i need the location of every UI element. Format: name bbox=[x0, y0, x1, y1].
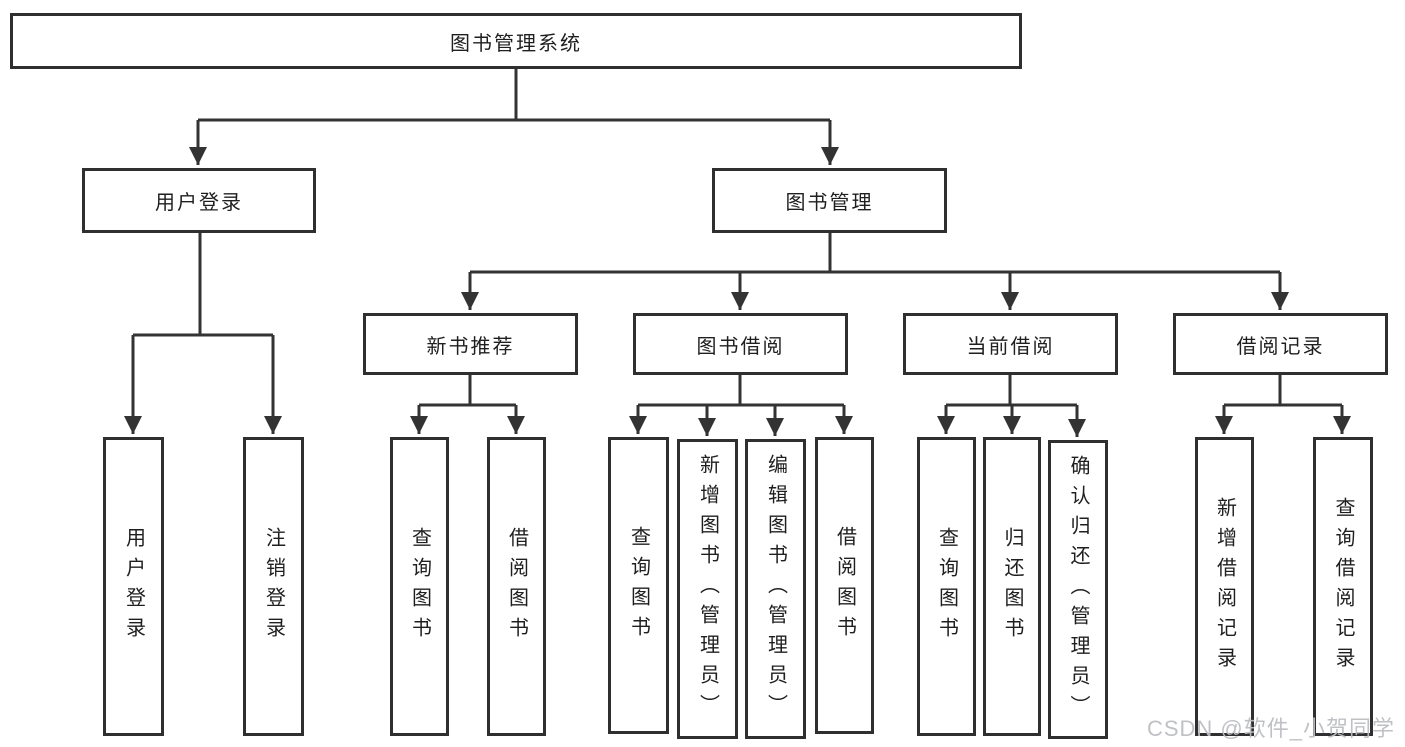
leaf-add-book-admin-label: 新增图书（管理员） bbox=[696, 454, 719, 724]
leaf-borrow-book-label: 借阅图书 bbox=[833, 525, 856, 646]
leaf-logout: 注销登录 bbox=[243, 437, 304, 736]
leaf-user-login-label: 用户登录 bbox=[122, 526, 145, 647]
leaf-add-borrow-record: 新增借阅记录 bbox=[1195, 437, 1254, 736]
leaf-borrow-book: 借阅图书 bbox=[815, 437, 874, 734]
node-user-login-group: 用户登录 bbox=[82, 168, 316, 233]
leaf-borrow-book-recommend-label: 借阅图书 bbox=[505, 526, 528, 647]
leaf-query-book-recommend: 查询图书 bbox=[390, 437, 449, 736]
leaf-edit-book-admin-label: 编辑图书（管理员） bbox=[764, 454, 787, 724]
node-root: 图书管理系统 bbox=[10, 13, 1022, 69]
leaf-edit-book-admin: 编辑图书（管理员） bbox=[745, 439, 806, 739]
node-current-borrow: 当前借阅 bbox=[903, 313, 1118, 375]
node-borrow-record: 借阅记录 bbox=[1173, 313, 1388, 375]
leaf-confirm-return-admin: 确认归还（管理员） bbox=[1048, 440, 1108, 739]
leaf-query-book-current: 查询图书 bbox=[917, 437, 976, 736]
leaf-add-book-admin: 新增图书（管理员） bbox=[677, 439, 738, 739]
node-new-book-recommend: 新书推荐 bbox=[363, 313, 578, 375]
leaf-query-book-borrow: 查询图书 bbox=[608, 437, 669, 734]
leaf-query-book-recommend-label: 查询图书 bbox=[408, 526, 431, 647]
leaf-confirm-return-admin-label: 确认归还（管理员） bbox=[1067, 454, 1089, 725]
leaf-query-book-borrow-label: 查询图书 bbox=[627, 525, 650, 646]
leaf-query-borrow-record: 查询借阅记录 bbox=[1313, 437, 1373, 736]
leaf-logout-label: 注销登录 bbox=[262, 526, 285, 647]
node-book-management: 图书管理 bbox=[712, 168, 947, 233]
leaf-query-book-current-label: 查询图书 bbox=[935, 526, 958, 647]
leaf-query-borrow-record-label: 查询借阅记录 bbox=[1332, 496, 1354, 677]
leaf-add-borrow-record-label: 新增借阅记录 bbox=[1213, 496, 1236, 677]
leaf-borrow-book-recommend: 借阅图书 bbox=[487, 437, 546, 736]
csdn-watermark: CSDN @软件_小贺同学 bbox=[1146, 716, 1395, 741]
leaf-user-login: 用户登录 bbox=[103, 437, 164, 736]
node-book-borrow: 图书借阅 bbox=[633, 313, 848, 375]
leaf-return-book: 归还图书 bbox=[983, 437, 1041, 736]
leaf-return-book-label: 归还图书 bbox=[1001, 526, 1023, 647]
